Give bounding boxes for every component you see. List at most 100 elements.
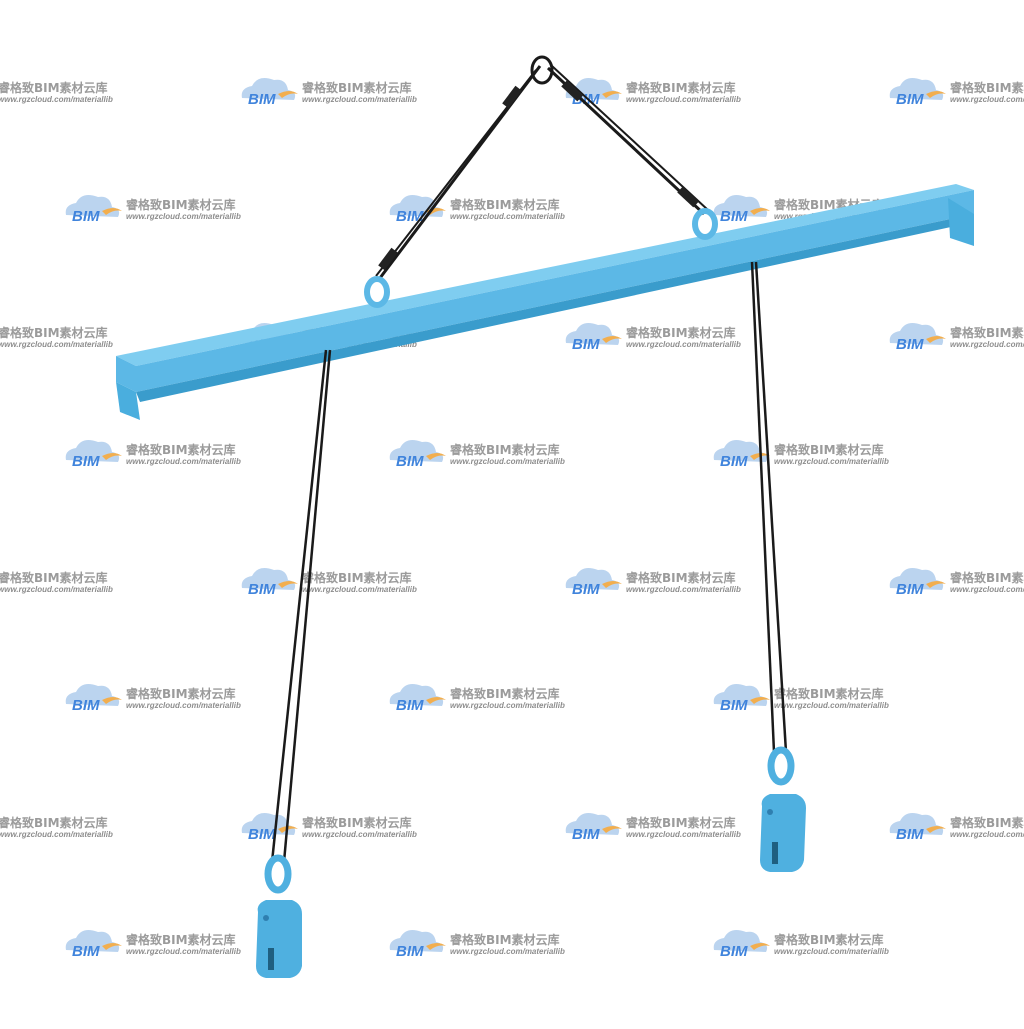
watermark-url-text: www.rgzcloud.com/materiallib [774, 457, 889, 466]
watermark-brand-text: 睿格致BIM素材云库 [450, 686, 560, 701]
watermark-brand-text: 睿格致BIM素材云库 [126, 197, 236, 212]
watermark-logo-text: BIM [396, 453, 424, 470]
ferrule-right-top [561, 80, 583, 102]
ferrule-left-bottom [378, 247, 398, 271]
watermark-logo-text: BIM [572, 581, 600, 598]
swoosh-icon [102, 697, 122, 704]
watermark-url-text: www.rgzcloud.com/materiallib [126, 212, 241, 221]
bim-watermark: BIM睿格致BIM素材云库www.rgzcloud.com/materialli… [389, 440, 565, 470]
bim-watermark: BIM睿格致BIM素材云库www.rgzcloud.com/materialli… [713, 440, 889, 470]
watermark-url-text: www.rgzcloud.com/materiallib [774, 947, 889, 956]
watermark-brand-text: 睿格致BIM素材云库 [302, 570, 412, 585]
watermark-brand-text: 睿格致BIM素材云库 [774, 686, 884, 701]
watermark-url-text: www.rgzcloud.com/materiallib [950, 340, 1024, 349]
bim-watermark: BIM睿格致BIM素材云库www.rgzcloud.com/materialli… [65, 195, 241, 225]
bim-watermark: BIM 睿格致BIM素材云库www.rgzcloud.com/materialli… [389, 684, 565, 714]
swoosh-icon [750, 943, 770, 950]
beam-end-plate-left [116, 382, 140, 420]
watermark-brand-text: 睿格致BIM素材云库 [626, 80, 736, 95]
watermark-logo-text: BIM [72, 697, 100, 714]
bim-watermark: BIM睿格致BIM素材云库www.rgzcloud.com/materialli… [0, 325, 113, 349]
watermark-url-text: www.rgzcloud.com/materiallib [126, 701, 241, 710]
swoosh-icon [602, 91, 622, 98]
swoosh-icon [750, 208, 770, 215]
lifting-lug-left [364, 276, 390, 308]
swoosh-icon [602, 826, 622, 833]
ferrule-right-bottom [677, 186, 699, 208]
watermark-url-text: www.rgzcloud.com/materiallib [0, 585, 113, 594]
watermark-url-text: www.rgzcloud.com/materiallib [950, 585, 1024, 594]
beam-front-face [116, 356, 136, 392]
watermark-url-text: www.rgzcloud.com/materiallib [302, 95, 417, 104]
clamp-right-shackle [767, 746, 795, 786]
bim-watermark: BIM 睿格致BIM素材云库www.rgzcloud.com/materialli… [241, 568, 417, 598]
lower-ropes [270, 261, 788, 863]
swoosh-icon [926, 91, 946, 98]
watermark-url-text: www.rgzcloud.com/materiallib [774, 701, 889, 710]
watermark-brand-text: 睿格致BIM素材云库 [126, 442, 236, 457]
beam-side-face [136, 190, 974, 392]
watermark-url-text: www.rgzcloud.com/materiallib [450, 701, 565, 710]
swoosh-icon [278, 91, 298, 98]
rope-left-b [282, 349, 332, 863]
watermark-url-text: www.rgzcloud.com/materiallib [302, 585, 417, 594]
beam-end-plate-right [948, 198, 974, 246]
plate-clamp-left [256, 854, 302, 978]
watermark-brand-text: 睿格致BIM素材云库 [626, 815, 736, 830]
beam-lower-flange [136, 214, 974, 402]
swoosh-icon [278, 581, 298, 588]
watermark-logo-text: BIM [396, 697, 424, 714]
watermark-brand-text: 睿格致BIM素材云库 [126, 932, 236, 947]
bim-watermark: BIM睿格致BIM素材云库www.rgzcloud.com/materialli… [0, 570, 113, 594]
watermark-logo-text: BIM [720, 697, 748, 714]
lifting-lug-right [692, 208, 718, 240]
watermark-url-text: www.rgzcloud.com/materiallib [950, 830, 1024, 839]
swoosh-icon [602, 581, 622, 588]
bim-watermark: BIM 睿格致BIM素材云库www.rgzcloud.com/materialli… [889, 568, 1024, 598]
swoosh-icon [102, 453, 122, 460]
watermark-url-text: www.rgzcloud.com/materiallib [0, 830, 113, 839]
bim-watermark: BIM睿格致BIM素材云库www.rgzcloud.com/materialli… [241, 813, 417, 843]
watermark-logo-text: BIM [896, 336, 924, 353]
ferrule-left-top [502, 85, 522, 109]
watermark-url-text: www.rgzcloud.com/materiallib [0, 340, 113, 349]
bim-watermark: BIM 睿格致BIM素材云库www.rgzcloud.com/materialli… [389, 930, 565, 960]
swoosh-icon [426, 453, 446, 460]
watermark-url-text: www.rgzcloud.com/materiallib [450, 947, 565, 956]
swoosh-icon [926, 336, 946, 343]
watermark-logo-text: BIM [896, 91, 924, 108]
bim-watermark: BIM睿格致BIM素材云库www.rgzcloud.com/materialli… [565, 568, 741, 598]
watermark-brand-text: 睿格致BIM素材云库 [626, 570, 736, 585]
swoosh-icon [602, 336, 622, 343]
bim-watermark: BIM睿格致BIM素材云库www.rgzcloud.com/materialli… [0, 80, 113, 104]
watermark-logo-text: BIM [72, 943, 100, 960]
watermark-brand-text: 睿格致BIM素材云库 [774, 442, 884, 457]
watermark-url-text: www.rgzcloud.com/materiallib [626, 340, 741, 349]
watermark-brand-text: 睿格致BIM素材云库 [0, 80, 108, 95]
clamp-left-pin [263, 915, 269, 921]
rope-right-a [750, 261, 776, 753]
bim-watermark: BIM睿格致BIM素材云库www.rgzcloud.com/materialli… [713, 930, 889, 960]
watermark-logo-text: BIM [896, 581, 924, 598]
swoosh-icon [426, 943, 446, 950]
watermark-brand-text: 睿格致BIM素材云库 [126, 686, 236, 701]
rope-left-a [270, 349, 328, 863]
watermark-logo-text: BIM [896, 826, 924, 843]
bim-watermark: BIM睿格致BIM素材云库www.rgzcloud.com/materialli… [889, 78, 1024, 108]
watermark-logo-text: BIM [720, 208, 748, 225]
clamp-left-shackle [264, 854, 292, 894]
watermark-brand-text: 睿格致BIM素材云库 [950, 570, 1024, 585]
watermark-url-text: www.rgzcloud.com/materiallib [626, 830, 741, 839]
watermark-brand-text: 睿格致BIM素材云库 [0, 815, 108, 830]
watermark-brand-text: 睿格致BIM素材云库 [450, 932, 560, 947]
clamp-left-jaw [268, 948, 274, 970]
clamp-right-pin [767, 809, 773, 815]
watermark-logo-text: BIM [396, 943, 424, 960]
spreader-beam [116, 184, 974, 420]
bim-watermark: BIM睿格致BIM素材云库www.rgzcloud.com/materialli… [0, 815, 113, 839]
swoosh-icon [426, 697, 446, 704]
watermark-brand-text: 睿格致BIM素材云库 [302, 80, 412, 95]
watermark-url-text: www.rgzcloud.com/materiallib [126, 947, 241, 956]
watermark-logo-text: BIM [572, 826, 600, 843]
watermark-logo-text: BIM [248, 581, 276, 598]
